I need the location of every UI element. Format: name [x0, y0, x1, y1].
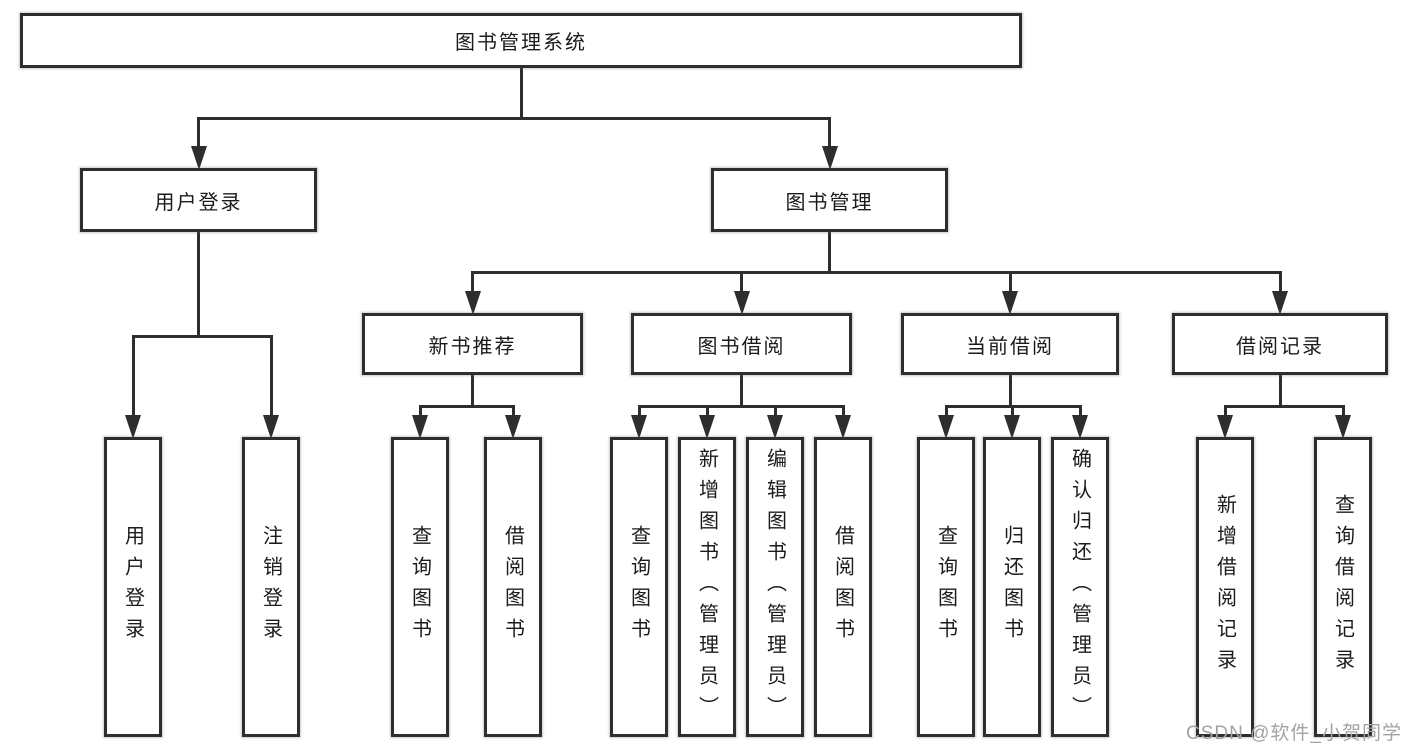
node-label: 查询图书 [627, 525, 650, 649]
connector-line-vertical [1278, 373, 1282, 406]
connector-line-vertical [1008, 272, 1012, 309]
node-label: 注销登录 [259, 525, 282, 649]
node-label: 用户登录 [121, 525, 144, 649]
connector-line-vertical [131, 336, 135, 433]
node-leaf-borrow-books-recommend: 借阅图书 [484, 437, 542, 737]
watermark: CSDN @软件_小贺同学 [1186, 723, 1402, 744]
node-leaf-query-books-recommend: 查询图书 [391, 437, 449, 737]
node-book-management: 图书管理 [711, 168, 948, 232]
node-new-book-recommendation: 新书推荐 [362, 313, 583, 375]
node-leaf-confirm-return-admin: 确认归还（管理员） [1051, 437, 1109, 737]
arrow-down-icon [1072, 415, 1088, 439]
node-label: 图书管理 [785, 191, 874, 214]
node-label: 借阅记录 [1236, 335, 1324, 358]
connector-line-vertical [1278, 272, 1282, 309]
node-label: 借阅图书 [831, 525, 854, 649]
node-label: 查询图书 [934, 525, 957, 649]
connector-line-vertical [519, 66, 523, 118]
node-leaf-borrow-books-borrowing: 借阅图书 [814, 437, 872, 737]
connector-line-vertical [197, 230, 200, 336]
node-label: 编辑图书（管理员） [763, 447, 786, 727]
node-label: 新增借阅记录 [1213, 494, 1236, 680]
arrow-down-icon [1004, 415, 1020, 439]
connector-line-horizontal [1223, 404, 1345, 408]
connector-line-vertical [828, 230, 831, 272]
node-label: 查询借阅记录 [1331, 494, 1354, 680]
node-label: 查询图书 [408, 525, 431, 649]
connector-line-horizontal [637, 404, 845, 408]
node-leaf-edit-book-admin: 编辑图书（管理员） [746, 437, 804, 737]
arrow-down-icon [938, 415, 954, 439]
arrow-down-icon [1217, 415, 1233, 439]
arrow-down-icon [1335, 415, 1351, 439]
connector-line-vertical [471, 373, 474, 406]
arrow-down-icon [733, 291, 750, 315]
node-leaf-add-book-admin: 新增图书（管理员） [678, 437, 736, 737]
arrow-down-icon [821, 146, 838, 170]
node-root: 图书管理系统 [20, 13, 1022, 68]
arrow-down-icon [412, 415, 428, 439]
node-label: 借阅图书 [501, 525, 524, 649]
connector-line-vertical [269, 336, 273, 433]
connector-line-vertical [828, 118, 831, 164]
node-leaf-logout: 注销登录 [242, 437, 300, 737]
connector-line-horizontal [471, 270, 1282, 274]
node-label: 新书推荐 [428, 335, 517, 358]
connector-line-vertical [471, 272, 474, 309]
arrow-down-icon [125, 415, 141, 439]
connector-line-vertical [740, 272, 743, 309]
arrow-down-icon [464, 291, 481, 315]
arrow-down-icon [631, 415, 647, 439]
connector-line-horizontal [131, 334, 273, 338]
node-label: 图书管理系统 [455, 32, 587, 54]
arrow-down-icon [699, 415, 715, 439]
node-label: 新增图书（管理员） [695, 447, 718, 727]
arrow-down-icon [1272, 291, 1288, 315]
node-label: 图书借阅 [697, 335, 786, 358]
node-label: 确认归还（管理员） [1068, 447, 1091, 727]
node-leaf-query-books-current: 查询图书 [917, 437, 975, 737]
connector-line-vertical [197, 118, 200, 164]
connector-line-horizontal [197, 116, 831, 120]
arrow-down-icon [1002, 291, 1018, 315]
arrow-down-icon [263, 415, 279, 439]
node-leaf-add-borrow-record: 新增借阅记录 [1196, 437, 1254, 737]
connector-line-vertical [740, 373, 743, 406]
node-label: 用户登录 [154, 191, 243, 214]
node-book-borrowing: 图书借阅 [631, 313, 852, 375]
arrow-down-icon [190, 146, 207, 170]
node-leaf-return-book: 归还图书 [983, 437, 1041, 737]
node-leaf-query-books-borrowing: 查询图书 [610, 437, 668, 737]
arrow-down-icon [835, 415, 851, 439]
node-leaf-user-login: 用户登录 [104, 437, 162, 737]
node-borrowing-records: 借阅记录 [1172, 313, 1388, 375]
node-label: 归还图书 [1000, 525, 1023, 649]
node-label: 当前借阅 [966, 335, 1054, 358]
arrow-down-icon [767, 415, 783, 439]
node-user-login: 用户登录 [80, 168, 317, 232]
node-leaf-query-borrow-record: 查询借阅记录 [1314, 437, 1372, 737]
node-current-borrowing: 当前借阅 [901, 313, 1119, 375]
connector-line-vertical [1008, 373, 1012, 406]
connector-line-horizontal [418, 404, 515, 408]
arrow-down-icon [505, 415, 521, 439]
